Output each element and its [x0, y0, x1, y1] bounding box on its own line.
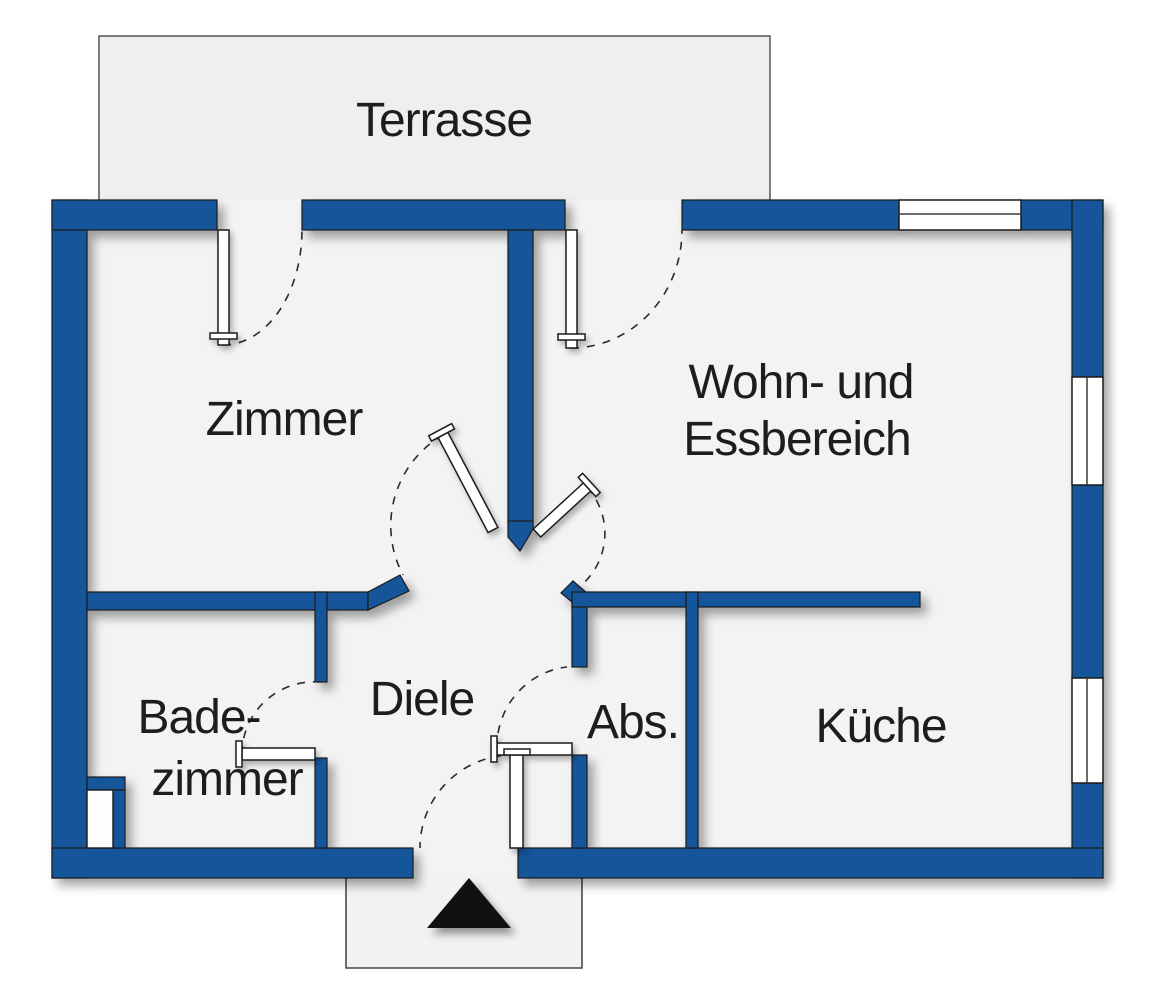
- door-swing-arc-terrasse-wohnbereich: [570, 229, 683, 349]
- wall-kueche-north: [571, 591, 921, 608]
- room-label-badezimmer-line2: zimmer: [151, 753, 303, 806]
- door-leaf-wohnbereich-cap: [577, 472, 602, 498]
- wall-zimmer-bad-divider-end: [367, 574, 410, 611]
- door-swing-arc-zimmer: [389, 434, 444, 576]
- wall-bad-diele-upper: [314, 591, 328, 683]
- wall-zimmer-wohn-divider-tip: [507, 520, 534, 553]
- entrance-porch-outline: [345, 878, 583, 969]
- wall-top-segment-2: [301, 199, 566, 231]
- room-label-wohnbereich-line2: Essbereich: [683, 413, 910, 466]
- bathroom-shaft-box: [86, 789, 114, 849]
- wall-abs-west-lower: [571, 754, 588, 849]
- room-label-wohnbereich-line1: Wohn- und: [689, 356, 914, 409]
- wall-top-segment-3: [681, 199, 900, 231]
- entrance-arrow-icon: [427, 878, 511, 928]
- door-swing-arc-terrasse-zimmer: [222, 229, 303, 346]
- room-label-diele: Diele: [370, 673, 474, 726]
- window-top: [898, 199, 1022, 231]
- entrance-arrow: [427, 878, 511, 928]
- room-labels: Terrasse Zimmer Wohn- und Essbereich Bad…: [137, 94, 947, 806]
- wall-zimmer-wohn-divider: [507, 229, 534, 524]
- door-leaf-abstellraum-cap: [490, 735, 498, 763]
- room-label-badezimmer-line1: Bade-: [137, 691, 260, 744]
- door-leaf-entrance-cap: [503, 748, 531, 756]
- door-leaf-badezimmer-cap: [235, 740, 243, 768]
- door-swing-arc-abstellraum: [496, 666, 568, 750]
- wall-left: [51, 199, 88, 879]
- door-leaf-terrasse-wohnbereich-cap: [557, 333, 586, 341]
- door-leaf-terrasse-zimmer: [217, 229, 230, 346]
- wall-abs-kueche-divider: [685, 591, 699, 849]
- wall-right-middle: [1071, 484, 1104, 679]
- room-label-zimmer: Zimmer: [206, 393, 364, 446]
- room-label-abstellraum: Abs.: [587, 696, 679, 749]
- room-label-kueche: Küche: [815, 700, 946, 753]
- wall-top-segment-1: [51, 199, 218, 231]
- terrace-area: [98, 35, 771, 231]
- door-leaf-terrasse-zimmer-cap: [209, 332, 238, 340]
- wall-bad-shaft-side: [112, 789, 126, 849]
- door-leaf-terrasse-wohnbereich: [565, 229, 578, 349]
- room-label-terrasse: Terrasse: [356, 94, 532, 147]
- wall-bad-shaft-top: [86, 776, 126, 791]
- wall-right-upper: [1071, 199, 1104, 378]
- door-leaves: [209, 229, 602, 849]
- wall-bottom-left: [51, 847, 414, 879]
- wall-bottom-right: [517, 847, 1104, 879]
- door-leaf-zimmer-cap: [427, 422, 456, 443]
- wall-bad-diele-lower: [314, 757, 328, 849]
- door-leaf-entrance: [509, 754, 524, 849]
- door-swing-arc-wohnbereich: [577, 486, 606, 589]
- walls: [51, 199, 1104, 879]
